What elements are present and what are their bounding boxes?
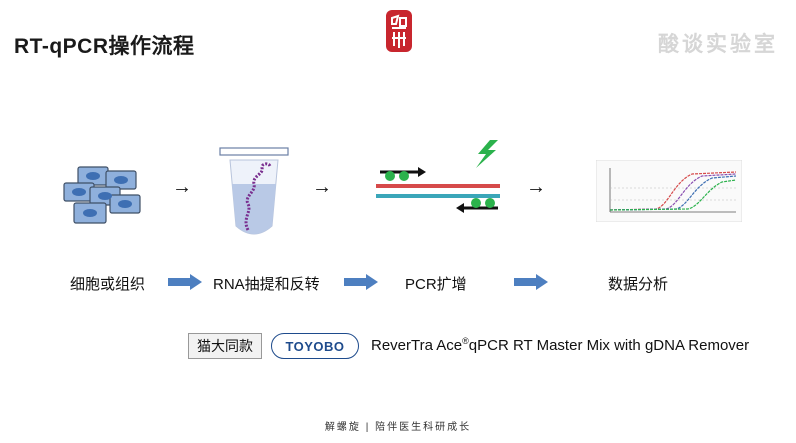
flow-arrow-2: → <box>312 176 332 198</box>
registered-mark: ® <box>462 336 469 346</box>
rna-tube-icon <box>219 147 289 235</box>
step-arrow-1 <box>168 274 202 290</box>
step-label-analysis: 数据分析 <box>608 276 669 293</box>
amplification-curve-icon <box>596 160 742 222</box>
seal-logo-icon <box>386 10 412 52</box>
slide-title: RT-qPCR操作流程 <box>14 35 195 58</box>
flow-arrow-1: → <box>172 176 192 198</box>
step-label-cells: 细胞或组织 <box>70 276 146 293</box>
product-name-prefix: ReverTra Ace <box>371 337 463 354</box>
toyobo-logo: TOYOBO <box>271 333 359 359</box>
step-arrow-3 <box>514 274 548 290</box>
brand-name: 酸谈实验室 <box>658 33 778 56</box>
pcr-amplification-icon <box>376 140 500 213</box>
same-style-tag: 猫大同款 <box>188 333 262 359</box>
product-name: ReverTra Ace®qPCR RT Master Mix with gDN… <box>371 336 749 354</box>
footer-text: 解螺旋 | 陪伴医生科研成长 <box>324 422 472 433</box>
cells-icon <box>63 166 141 224</box>
product-name-suffix: qPCR RT Master Mix with gDNA Remover <box>468 337 750 354</box>
step-label-rna: RNA抽提和反转 <box>213 276 320 293</box>
step-label-pcr: PCR扩增 <box>405 276 467 293</box>
step-arrow-2 <box>344 274 378 290</box>
flow-arrow-3: → <box>526 176 546 198</box>
